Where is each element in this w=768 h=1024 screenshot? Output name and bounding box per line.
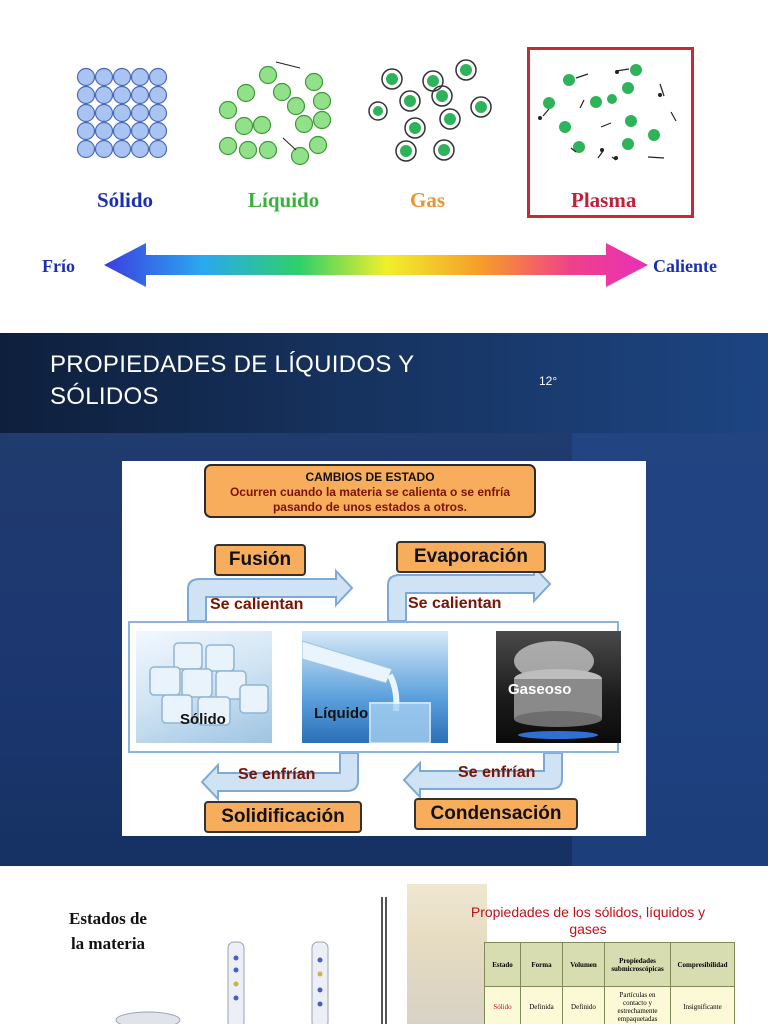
states-of-matter-heading: Estados de la materia bbox=[62, 906, 154, 956]
table-header: Propiedades submicroscópicas bbox=[605, 943, 671, 987]
hot-label: Caliente bbox=[653, 256, 717, 277]
table-cell: Partículas en contacto y estrechamente e… bbox=[605, 987, 671, 1024]
gas-particles bbox=[369, 60, 491, 161]
beaker-top bbox=[116, 1012, 180, 1024]
heat-label-evaporation: Se calientan bbox=[408, 595, 501, 613]
water-pouring-image: Líquido bbox=[302, 631, 448, 743]
ice-cubes-image: Sólido bbox=[136, 631, 272, 743]
properties-title: Propiedades de los sólidos, líquidos y g… bbox=[452, 904, 724, 938]
table-header: Volumen bbox=[563, 943, 605, 987]
cool-label-condensation: Se enfrían bbox=[458, 764, 535, 782]
temperature-gradient-arrow bbox=[100, 240, 652, 290]
condensation-label: Condensación bbox=[414, 798, 578, 830]
state-label-plasma: Plasma bbox=[571, 188, 636, 213]
state-label-liquid: Líquido bbox=[248, 188, 319, 213]
divider-line bbox=[385, 897, 387, 1024]
test-tube-right bbox=[312, 942, 328, 1024]
states-images-panel: Sólido Líquido Gaseoso bbox=[128, 621, 619, 753]
heat-label-fusion: Se calientan bbox=[210, 596, 303, 614]
table-row: Sólido Definida Definido Partículas en c… bbox=[485, 987, 735, 1024]
properties-table: Estado Forma Volumen Propiedades submicr… bbox=[484, 942, 735, 1024]
solid-lattice bbox=[78, 69, 167, 158]
solid-image-label: Sólido bbox=[180, 711, 226, 728]
table-cell: Insignificante bbox=[671, 987, 735, 1024]
boiling-pot-image: Gaseoso bbox=[496, 631, 621, 743]
changes-of-state-slide: CAMBIOS DE ESTADO Ocurren cuando la mate… bbox=[0, 433, 768, 866]
table-cell: Sólido bbox=[485, 987, 521, 1024]
title-slide: PROPIEDADES DE LÍQUIDOS Y SÓLIDOS 12° bbox=[0, 333, 768, 433]
properties-slide: Estados de la materia Propiedades de los… bbox=[0, 866, 768, 1024]
table-cell: Definida bbox=[521, 987, 563, 1024]
gas-image-label: Gaseoso bbox=[508, 681, 571, 698]
state-label-solid: Sólido bbox=[97, 188, 153, 213]
table-header: Estado bbox=[485, 943, 521, 987]
table-header: Compresibilidad bbox=[671, 943, 735, 987]
table-cell: Definido bbox=[563, 987, 605, 1024]
table-header-row: Estado Forma Volumen Propiedades submicr… bbox=[485, 943, 735, 987]
liquid-image-label: Líquido bbox=[314, 705, 368, 722]
state-label-gas: Gas bbox=[410, 188, 445, 213]
changes-of-state-diagram: CAMBIOS DE ESTADO Ocurren cuando la mate… bbox=[122, 461, 646, 836]
evaporation-label: Evaporación bbox=[396, 541, 546, 573]
cool-label-solidification: Se enfrían bbox=[238, 766, 315, 784]
divider-line bbox=[381, 897, 383, 1024]
cold-label: Frío bbox=[42, 256, 75, 277]
fusion-label: Fusión bbox=[214, 544, 306, 576]
states-of-matter-slide: Sólido Líquido Gas Plasma Frío Caliente bbox=[0, 0, 768, 333]
table-header: Forma bbox=[521, 943, 563, 987]
slide-title: PROPIEDADES DE LÍQUIDOS Y SÓLIDOS bbox=[50, 349, 450, 413]
test-tube-left bbox=[228, 942, 244, 1024]
solidification-label: Solidificación bbox=[204, 801, 362, 833]
slide-number: 12° bbox=[539, 374, 557, 388]
liquid-particles bbox=[220, 67, 331, 165]
